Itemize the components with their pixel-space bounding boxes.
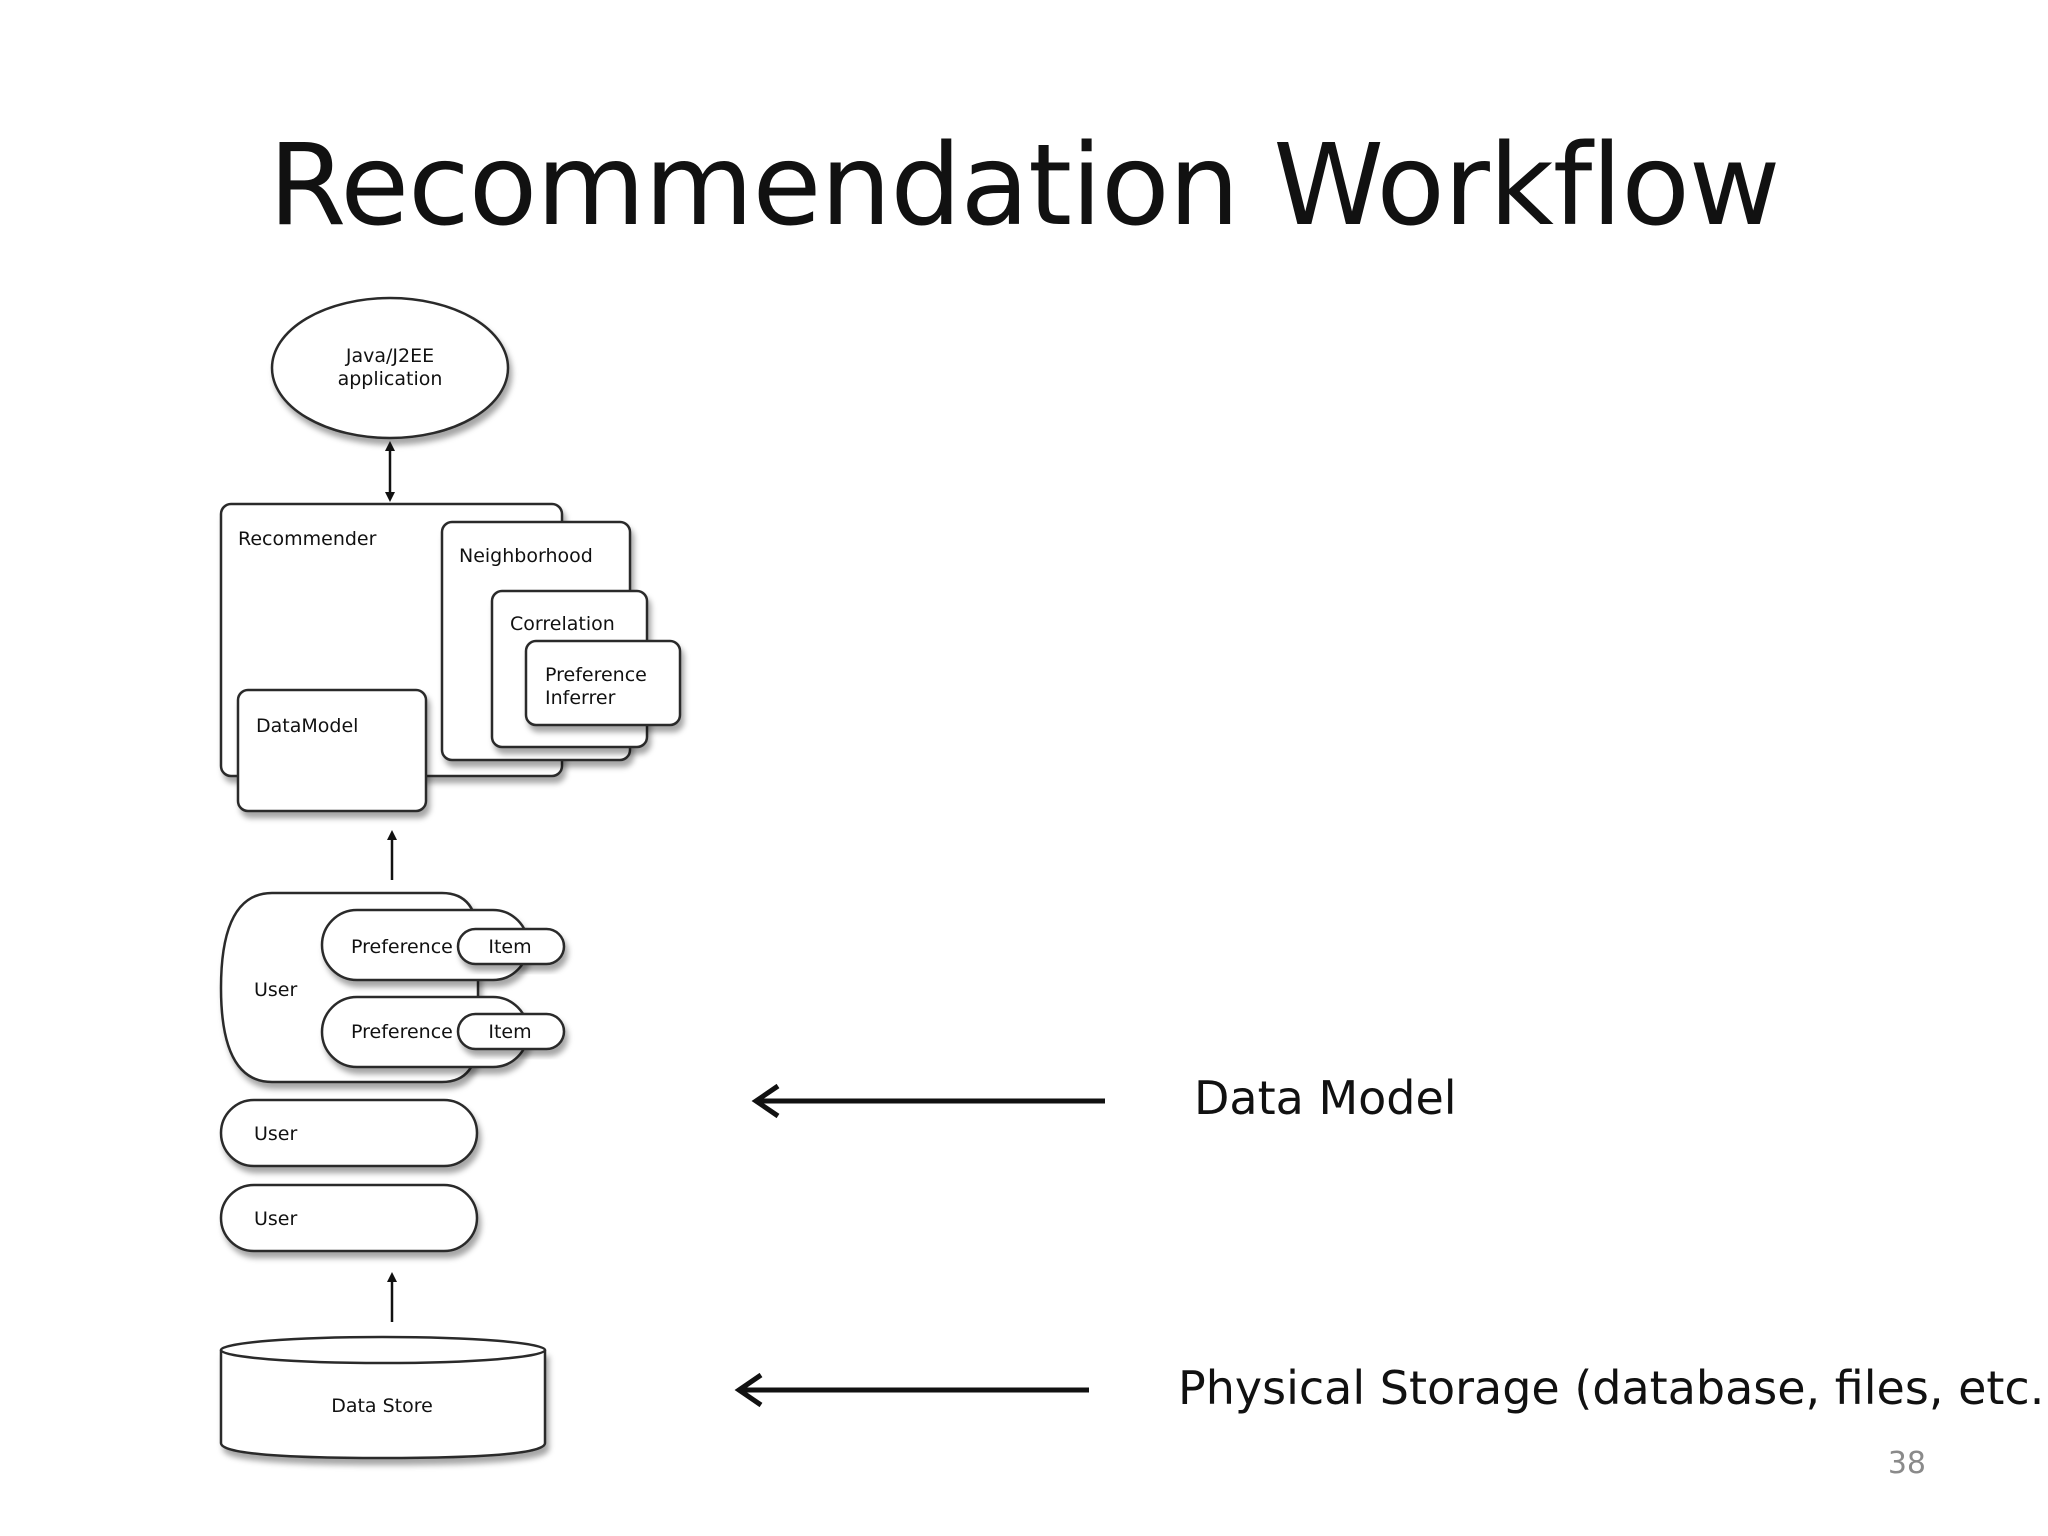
user-node-2: User xyxy=(219,1098,479,1168)
physical-storage-callout: Physical Storage (database, files, etc.) xyxy=(1178,1361,2048,1415)
item-label-2: Item xyxy=(488,1021,531,1043)
neighborhood-label: Neighborhood xyxy=(459,545,593,567)
page-number: 38 xyxy=(1887,1446,1926,1481)
user-node-3: User xyxy=(219,1183,479,1253)
correlation-label: Correlation xyxy=(510,613,615,635)
user-with-preferences: User Preference Item Preference Item xyxy=(219,891,566,1084)
data-store-node: Data Store xyxy=(219,1335,547,1460)
data-model-callout: Data Model xyxy=(1194,1071,1457,1125)
preference-row-2: Preference Item xyxy=(320,995,566,1069)
preference-inferrer-label-line1: Preference xyxy=(545,664,647,686)
application-node: Java/J2EE application xyxy=(270,296,510,440)
recommender-label: Recommender xyxy=(238,528,377,550)
datamodel-node: DataModel xyxy=(236,688,428,813)
user-label-3: User xyxy=(254,1208,297,1230)
preference-label-1: Preference xyxy=(351,936,453,958)
preference-inferrer-label-line2: Inferrer xyxy=(545,687,616,709)
data-store-label: Data Store xyxy=(331,1395,433,1417)
item-label-1: Item xyxy=(488,936,531,958)
datamodel-label: DataModel xyxy=(256,715,358,737)
application-label-line1: Java/J2EE xyxy=(345,345,434,367)
data-model-callout-arrow xyxy=(751,1083,1105,1119)
preference-row-1: Preference Item xyxy=(320,908,566,982)
physical-storage-callout-arrow xyxy=(734,1372,1089,1408)
application-label-line2: application xyxy=(338,368,443,390)
user-label-1: User xyxy=(254,979,297,1001)
user-label-2: User xyxy=(254,1123,297,1145)
preference-inferrer-node: Preference Inferrer xyxy=(524,639,682,727)
slide-title: Recommendation Workflow xyxy=(268,121,1780,251)
preference-label-2: Preference xyxy=(351,1021,453,1043)
